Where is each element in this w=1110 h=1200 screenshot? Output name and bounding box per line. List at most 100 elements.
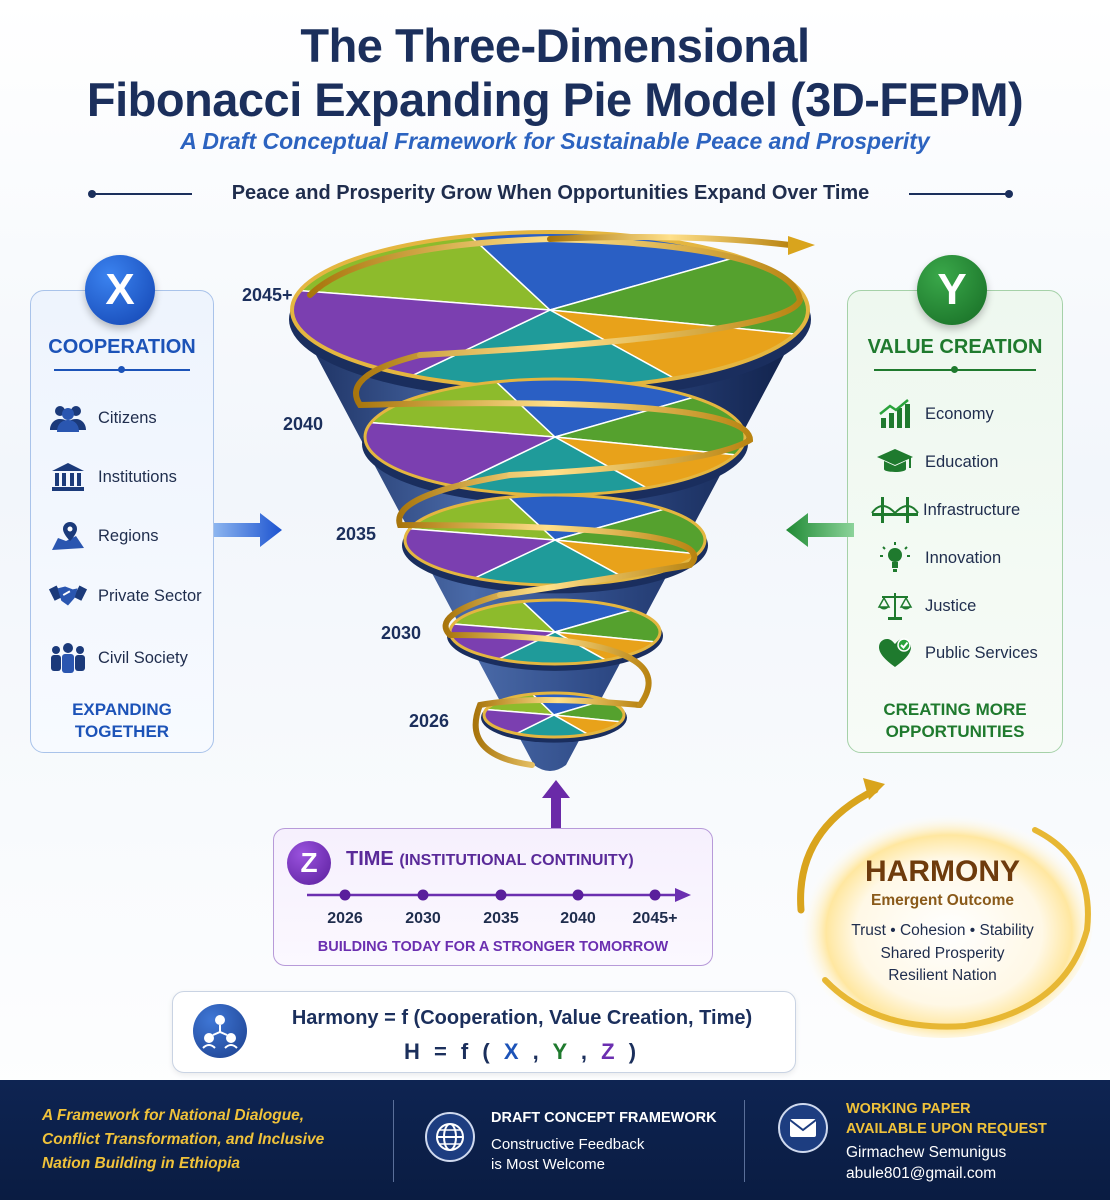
value-item-label: Infrastructure	[923, 500, 1021, 519]
cooperation-item-label: Citizens	[98, 408, 157, 427]
footer-divider	[393, 1100, 394, 1182]
timeline-year: 2030	[405, 910, 441, 927]
value-creation-title: VALUE CREATION	[867, 336, 1043, 358]
spiral-arrowhead-icon	[788, 236, 815, 255]
year-label-2026: 2026	[409, 711, 450, 731]
graduation-cap-icon	[875, 445, 915, 479]
value-item-label: Innovation	[925, 548, 1002, 567]
year-label-2040: 2040	[283, 414, 324, 434]
globe-icon	[425, 1112, 475, 1162]
tagline-rule-right	[909, 193, 1009, 195]
people-group-icon	[48, 401, 88, 435]
time-footer: BUILDING TODAY FOR A STRONGER TOMORROW	[317, 939, 669, 955]
footer-divider	[744, 1100, 745, 1182]
cooperation-footer-line1: EXPANDING	[72, 700, 172, 719]
footer-mid-title: DRAFT CONCEPT FRAMEWORK	[491, 1110, 717, 1126]
scales-icon	[875, 589, 915, 623]
value-item-education: Education	[875, 445, 998, 479]
time-title: TIME (INSTITUTIONAL CONTINUITY)	[346, 848, 634, 871]
value-item-label: Economy	[925, 404, 994, 423]
cooperation-item-label: Institutions	[98, 467, 177, 486]
value-item-label: Justice	[925, 596, 977, 615]
value-item-economy: Economy	[875, 397, 994, 431]
cooperation-item-institutions: Institutions	[48, 460, 177, 494]
cooperation-item-private-sector: Private Sector	[48, 579, 202, 613]
time-title-paren: (INSTITUTIONAL CONTINUITY)	[399, 852, 634, 869]
subtitle: A Draft Conceptual Framework for Sustain…	[180, 128, 930, 154]
year-label-2045: 2045+	[242, 285, 293, 305]
bridge-icon	[871, 493, 919, 527]
value-item-public-services: Public Services	[875, 636, 1038, 670]
harmony-glow	[793, 778, 1093, 1038]
cooperation-item-civil-society: Civil Society	[48, 641, 188, 675]
harmony-title: HARMONY	[865, 855, 1020, 888]
cooperation-item-citizens: Citizens	[48, 401, 157, 435]
tagline-bar: Peace and Prosperity Grow When Opportuni…	[88, 180, 1013, 210]
footer-desc-line2: Conflict Transformation, and Inclusive	[42, 1131, 325, 1148]
formula-panel	[172, 991, 796, 1073]
institution-building-icon	[48, 460, 88, 494]
formula-comma: ,	[532, 1039, 543, 1064]
left-arrow-icon	[786, 513, 854, 547]
footer-author: Girmachew Semunigus	[846, 1144, 1007, 1161]
up-arrow-icon	[542, 780, 570, 828]
timeline-year: 2026	[327, 910, 363, 927]
value-creation-footer-line1: CREATING MORE	[883, 700, 1027, 719]
cooperation-item-label: Regions	[98, 526, 159, 545]
cooperation-footer-line2: TOGETHER	[74, 722, 170, 741]
funnel-disc-gold-ring	[482, 691, 626, 739]
tagline-dot-right	[1005, 190, 1013, 198]
footer-email[interactable]: abule801@gmail.com	[846, 1165, 997, 1182]
cooperation-item-regions: Regions	[48, 519, 159, 553]
value-item-innovation: Innovation	[875, 541, 1001, 575]
tagline-rule-left	[92, 193, 192, 195]
handshake-icon	[48, 579, 88, 613]
year-label-2035: 2035	[336, 524, 377, 544]
envelope-icon	[778, 1103, 828, 1153]
footer-mid-line1: Constructive Feedback	[491, 1136, 645, 1153]
harmony-line-2: Shared Prosperity	[880, 945, 1005, 962]
formula-text: Harmony = f (Cooperation, Value Creation…	[291, 1007, 753, 1029]
gold-spiral	[307, 234, 804, 768]
cooperation-title: COOPERATION	[48, 336, 196, 358]
cooperation-footer: EXPANDING TOGETHER	[30, 699, 214, 743]
cooperation-item-label: Private Sector	[98, 586, 202, 605]
title-line-1: The Three-Dimensional	[300, 19, 810, 72]
timeline-year: 2035	[483, 910, 519, 927]
formula-equation: H = f ( X , Y , Z )	[262, 1039, 782, 1065]
harmony-subtitle: Emergent Outcome	[871, 892, 1014, 909]
footer-desc-line1: A Framework for National Dialogue,	[42, 1107, 305, 1124]
funnel-discs	[289, 230, 811, 743]
value-item-label: Public Services	[925, 643, 1038, 662]
y-badge: Y	[917, 255, 987, 325]
map-pin-icon	[48, 519, 88, 553]
cooperation-divider-dot	[118, 366, 125, 373]
footer-bar	[0, 1080, 1110, 1200]
value-item-justice: Justice	[875, 589, 976, 623]
formula-y: Y	[552, 1039, 571, 1064]
right-arrow-icon	[214, 513, 282, 547]
footer-mid-line2: is Most Welcome	[491, 1156, 605, 1173]
fibonacci-funnel	[289, 230, 815, 771]
timeline-axis	[307, 888, 691, 902]
timeline-year: 2040	[560, 910, 596, 927]
formula-prefix: H = f (	[403, 1039, 494, 1064]
lightbulb-icon	[875, 541, 915, 575]
formula-x: X	[503, 1039, 523, 1064]
x-badge: X	[85, 255, 155, 325]
z-badge: Z	[287, 841, 331, 885]
footer-right-line2: AVAILABLE UPON REQUEST	[846, 1121, 1047, 1137]
value-item-label: Education	[925, 452, 999, 471]
heart-check-icon	[875, 636, 915, 670]
title-line-2: Fibonacci Expanding Pie Model (3D-FEPM)	[86, 73, 1024, 126]
footer-right-line1: WORKING PAPER	[846, 1101, 971, 1117]
footer-desc-line3: Nation Building in Ethiopia	[42, 1155, 241, 1172]
timeline-year: 2045+	[632, 910, 678, 927]
bar-chart-icon	[875, 397, 915, 431]
formula-suffix: )	[628, 1039, 641, 1064]
value-creation-divider-dot	[951, 366, 958, 373]
year-label-2030: 2030	[381, 623, 422, 643]
formula-comma: ,	[580, 1039, 591, 1064]
harmony-line-3: Resilient Nation	[888, 967, 997, 984]
value-creation-footer-line2: OPPORTUNITIES	[885, 722, 1025, 741]
